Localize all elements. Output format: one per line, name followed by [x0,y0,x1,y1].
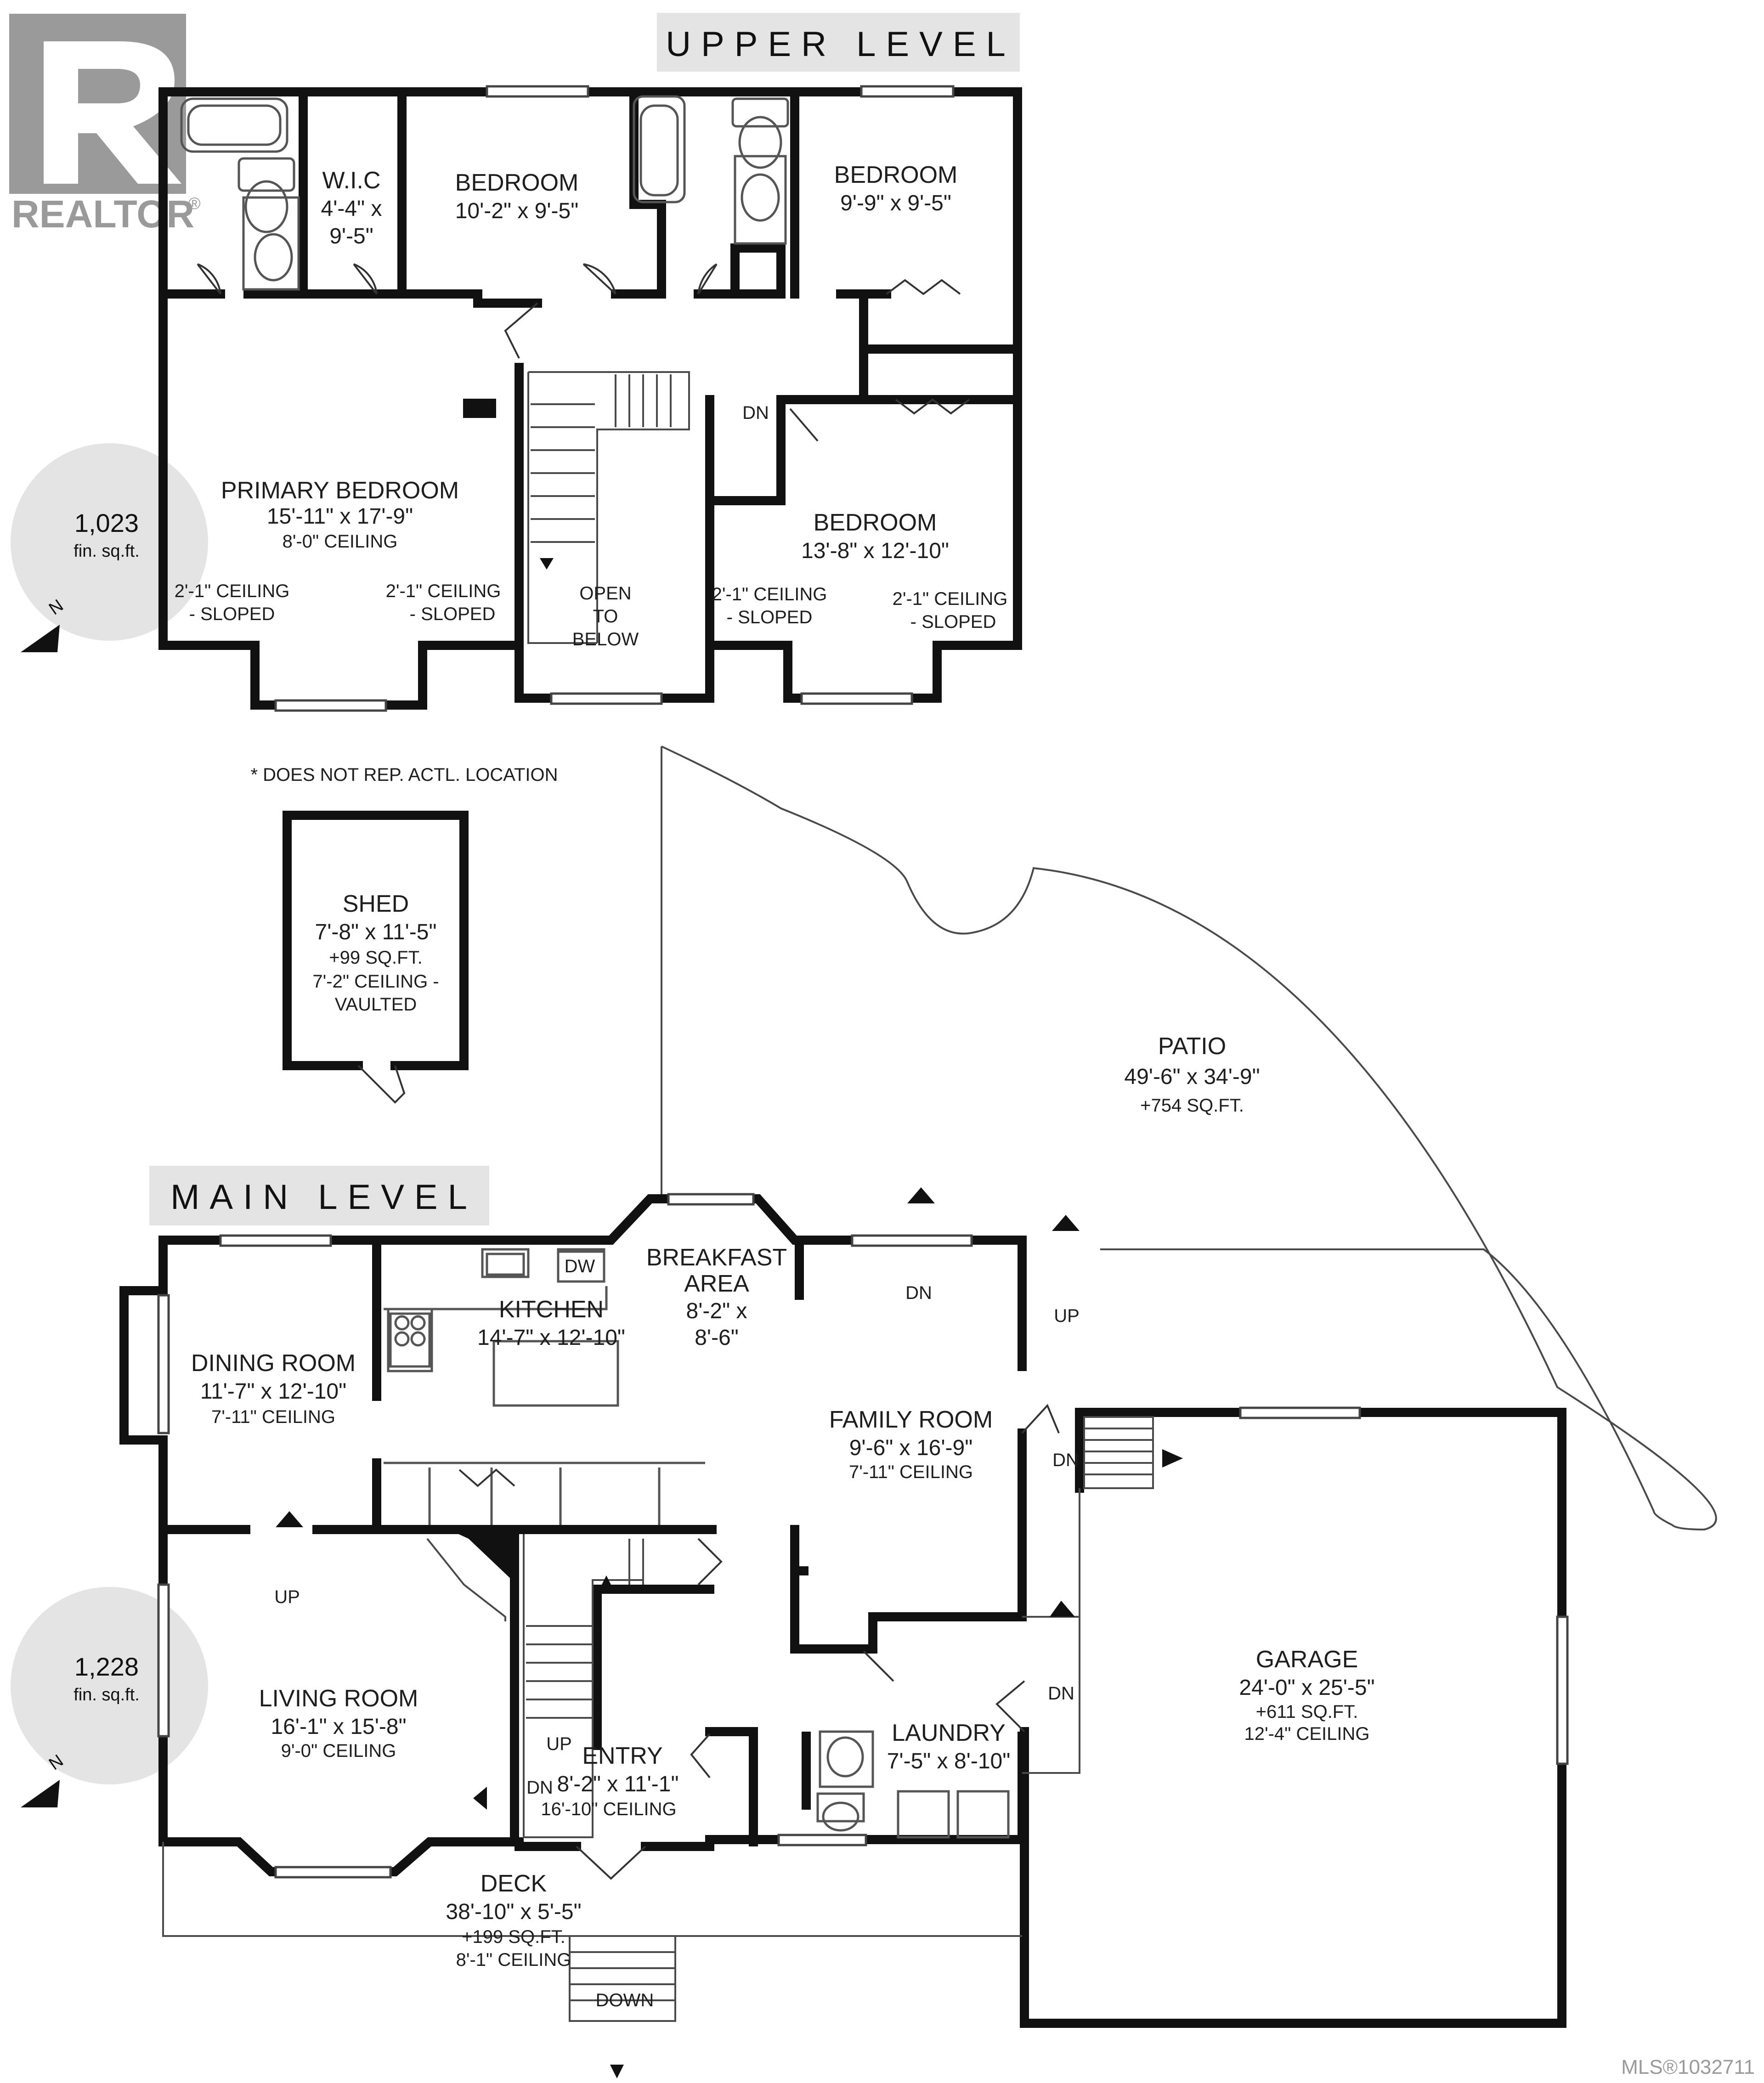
deck-dim: 38'-10" x 5'-5" [446,1900,581,1924]
entry-ceiling: 16'-10" CEILING [541,1799,676,1819]
upper-area-value: 1,023 [74,508,139,537]
garage-dim: 24'-0" x 25'-5" [1239,1676,1374,1700]
primary-sloped-right-1: 2'-1" CEILING [386,581,501,601]
upper-room-labels: W.I.C 4'-4" x 9'-5" BEDROOM 10'-2" x 9'-… [175,162,1008,649]
main-fixtures [157,1187,1569,2078]
garage-sqft: +611 SQ.FT. [1256,1702,1358,1722]
realtor-logo: REALTOR ® [9,14,201,236]
open-to-below-1: OPEN [579,583,631,604]
mls-number: MLS®1032711 [1621,2056,1755,2078]
dn-stair: DN [526,1778,553,1798]
bedroom-4-sloped-right-1: 2'-1" CEILING [893,589,1008,609]
dn-family-patio: DN [905,1283,932,1303]
bedroom-3-name: BEDROOM [834,162,958,188]
upper-fixtures [180,85,955,712]
dn-garage-lower: DN [1048,1683,1074,1704]
open-to-below-3: BELOW [572,629,639,649]
dishwasher-label: DW [565,1256,595,1276]
main-level-title: MAIN LEVEL [170,1178,477,1217]
main-doors [458,1404,1060,1880]
bedroom-4-sloped-left-1: 2'-1" CEILING [712,584,827,604]
garage-ceiling: 12'-4" CEILING [1244,1724,1369,1744]
down-deck-stair: DOWN [596,1990,654,2010]
deck-ceiling: 8'-1" CEILING [456,1950,571,1970]
primary-bedroom-ceiling: 8'-0" CEILING [283,531,398,552]
stair-dn-upper: DN [742,403,769,423]
kitchen-name: KITCHEN [499,1296,604,1323]
patio-name: PATIO [1158,1033,1226,1060]
laundry-dim: 7'-5" x 8'-10" [887,1749,1011,1773]
dining-room-dim: 11'-7" x 12'-10" [200,1379,346,1404]
kitchen-dim: 14'-7" x 12'-10" [477,1326,625,1350]
patio-sqft: +754 SQ.FT. [1140,1095,1244,1116]
dn-garage-upper: DN [1052,1450,1079,1470]
deck-sqft: +199 SQ.FT. [462,1927,565,1947]
shed-ceiling-2: VAULTED [335,994,417,1015]
main-level-banner: MAIN LEVEL [149,1166,489,1225]
upper-level-banner: UPPER LEVEL [657,13,1020,72]
up-patio: UP [1054,1306,1080,1326]
bedroom-4-sloped-left-2: - SLOPED [727,607,813,627]
open-to-below-2: TO [593,606,618,627]
dining-room-ceiling: 7'-11" CEILING [211,1407,335,1427]
up-living: UP [274,1587,300,1607]
garage-name: GARAGE [1256,1646,1358,1673]
breakfast-dim-1: 8'-2" x [686,1299,747,1323]
bedroom-3-dim: 9'-9" x 9'-5" [840,191,951,215]
primary-bedroom-dim: 15'-11" x 17'-9" [267,504,413,529]
family-room-name: FAMILY ROOM [829,1406,993,1433]
primary-sloped-left-2: - SLOPED [189,604,275,624]
entry-name: ENTRY [582,1743,662,1769]
patio-dim: 49'-6" x 34'-9" [1124,1065,1260,1089]
main-area-badge: 1,228 fin. sq.ft. N [11,1587,208,1807]
patio: PATIO 49'-6" x 34'-9" +754 SQ.FT. [661,745,1717,1531]
dining-room-name: DINING ROOM [191,1350,356,1377]
living-room-name: LIVING ROOM [259,1685,418,1712]
primary-bedroom-name: PRIMARY BEDROOM [221,477,459,504]
up-stair: UP [546,1734,572,1754]
living-room-dim: 16'-1" x 15'-8" [271,1715,406,1739]
wic-name: W.I.C [322,167,380,194]
location-note: * DOES NOT REP. ACTL. LOCATION [250,765,558,785]
bedroom-4-sloped-right-2: - SLOPED [910,612,996,632]
primary-sloped-left-1: 2'-1" CEILING [175,581,290,601]
upper-level-walls [158,87,1022,710]
wic-dim2: 9'-5" [329,224,373,248]
upper-doors [197,263,970,442]
north-arrow-icon [21,1780,60,1807]
family-room-ceiling: 7'-11" CEILING [849,1462,973,1482]
bedroom-2-dim: 10'-2" x 9'-5" [455,199,579,223]
bedroom-4-dim: 13'-8" x 12'-10" [801,539,949,563]
living-room-ceiling: 9'-0" CEILING [281,1741,396,1761]
breakfast-dim-2: 8'-6" [695,1326,739,1350]
family-room-dim: 9'-6" x 16'-9" [849,1436,973,1460]
shed-ceiling-1: 7'-2" CEILING - [312,971,439,992]
shed-name: SHED [343,891,409,917]
main-area-unit: fin. sq.ft. [74,1685,140,1705]
upper-area-unit: fin. sq.ft. [74,542,140,561]
upper-area-badge: 1,023 fin. sq.ft. N [11,443,208,652]
breakfast-name-1: BREAKFAST [646,1244,787,1271]
laundry-name: LAUNDRY [892,1720,1006,1746]
shed-sqft: +99 SQ.FT. [329,948,422,968]
main-level-walls [119,1194,1566,2028]
main-area-value: 1,228 [74,1652,139,1681]
wic-dim1: 4'-4" x [321,197,382,221]
bedroom-4-name: BEDROOM [814,509,937,536]
deck-name: DECK [481,1870,547,1897]
primary-sloped-right-2: - SLOPED [410,604,496,624]
shed-dim: 7'-8" x 11'-5" [315,920,437,944]
registered-mark: ® [188,194,201,213]
upper-level-title: UPPER LEVEL [666,25,1016,64]
north-arrow-icon [21,625,60,652]
shed: SHED 7'-8" x 11'-5" +99 SQ.FT. 7'-2" CEI… [283,811,469,1104]
breakfast-name-2: AREA [684,1270,749,1297]
bedroom-2-name: BEDROOM [455,169,579,196]
entry-dim: 8'-2" x 11'-1" [557,1772,679,1796]
main-room-labels: KITCHEN 14'-7" x 12'-10" DW BREAKFAST AR… [191,1244,1375,2010]
